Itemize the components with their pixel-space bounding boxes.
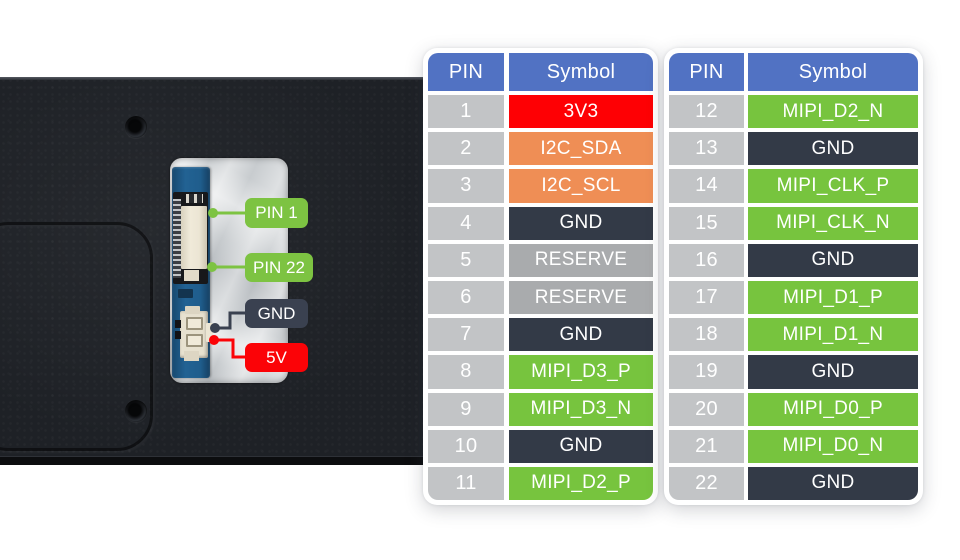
power-connector-pin-a: [175, 320, 181, 328]
pin-number-cell: 10: [428, 429, 504, 463]
pin-number-cell: 8: [428, 355, 504, 389]
column-header-pin: PIN: [428, 53, 504, 91]
pin-symbol-cell: MIPI_D1_N: [748, 318, 918, 352]
power-connector-tab-bottom: [184, 351, 199, 361]
pin-number-cell: 17: [669, 280, 744, 315]
pin-symbol-cell: GND: [748, 243, 918, 277]
ffc-connector-latch: [184, 270, 199, 281]
pin-number-cell: 5: [428, 243, 504, 277]
pin-symbol-cell: GND: [748, 466, 918, 501]
pin-number-cell: 15: [669, 206, 744, 240]
pin-number-cell: 7: [428, 318, 504, 352]
column-header-pin: PIN: [669, 53, 744, 91]
pin-number-cell: 4: [428, 206, 504, 240]
pin-symbol-cell: 3V3: [509, 95, 653, 129]
pcb-silkscreen-mark: [178, 289, 193, 298]
screw-hole-top: [125, 116, 147, 138]
pin-symbol-cell: I2C_SCL: [509, 169, 653, 203]
pin-symbol-cell: GND: [509, 429, 653, 463]
pin-symbol-cell: MIPI_D0_P: [748, 392, 918, 426]
pin22-badge: PIN 22: [245, 253, 313, 282]
pin-number-cell: 9: [428, 392, 504, 426]
pin-number-cell: 6: [428, 280, 504, 315]
ffc-connector-top-contacts: [186, 194, 203, 203]
power-connector-latch: [206, 323, 213, 342]
pin-symbol-cell: MIPI_CLK_P: [748, 169, 918, 203]
pin-number-cell: 21: [669, 429, 744, 463]
pin-number-cell: 2: [428, 132, 504, 166]
pin-number-cell: 20: [669, 392, 744, 426]
ffc-connector-body: [181, 206, 207, 269]
column-header-symbol: Symbol: [748, 53, 918, 91]
screw-hole-bottom: [125, 400, 147, 422]
pin-number-cell: 11: [428, 466, 504, 501]
power-connector-slot-5v: [186, 334, 203, 347]
pin-number-cell: 14: [669, 169, 744, 203]
pin-symbol-cell: GND: [748, 132, 918, 166]
panel-recess-outline: [0, 222, 153, 451]
pin-number-cell: 13: [669, 132, 744, 166]
ffc-connector-pins: [173, 199, 181, 278]
pin-symbol-cell: RESERVE: [509, 243, 653, 277]
pin-number-cell: 12: [669, 95, 744, 129]
pin-symbol-cell: GND: [509, 206, 653, 240]
pin-symbol-cell: GND: [509, 318, 653, 352]
pin-number-cell: 19: [669, 355, 744, 389]
pin-number-cell: 22: [669, 466, 744, 501]
pin-symbol-cell: RESERVE: [509, 280, 653, 315]
gnd-badge: GND: [245, 299, 308, 328]
pin-symbol-cell: MIPI_D2_N: [748, 95, 918, 129]
5v-badge: 5V: [245, 343, 308, 372]
pin1-badge: PIN 1: [245, 198, 308, 228]
pin-symbol-cell: I2C_SDA: [509, 132, 653, 166]
power-connector-slot-gnd: [186, 317, 203, 330]
pin-number-cell: 18: [669, 318, 744, 352]
power-connector-tab-top: [185, 306, 200, 314]
power-connector-pin-b: [175, 331, 181, 339]
pin-number-cell: 3: [428, 169, 504, 203]
pin-symbol-cell: MIPI_D3_N: [509, 392, 653, 426]
pin-symbol-cell: MIPI_D1_P: [748, 280, 918, 315]
pin-symbol-cell: GND: [748, 355, 918, 389]
pin-number-cell: 16: [669, 243, 744, 277]
column-header-symbol: Symbol: [509, 53, 653, 91]
pin-number-cell: 1: [428, 95, 504, 129]
pin-symbol-cell: MIPI_CLK_N: [748, 206, 918, 240]
pin-symbol-cell: MIPI_D0_N: [748, 429, 918, 463]
pin-symbol-cell: MIPI_D3_P: [509, 355, 653, 389]
pin-symbol-cell: MIPI_D2_P: [509, 466, 653, 501]
